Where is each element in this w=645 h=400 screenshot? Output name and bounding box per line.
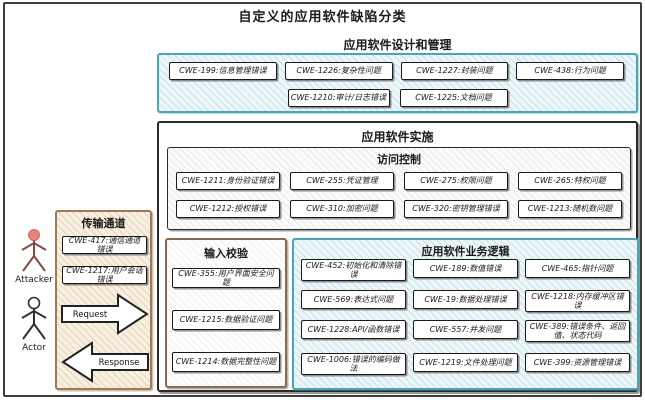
design-group: CWE-199:信息管理错误 CWE-1226:复杂性问题 CWE-1227:封… — [157, 53, 638, 113]
attacker-icon — [21, 229, 47, 272]
implementation-group: 应用软件实施 访问控制 CWE-1211:身份验证错误 CWE-255:凭证管理… — [157, 121, 639, 392]
actor-icon — [21, 296, 47, 340]
access-control-row-1: CWE-1211:身份验证错误 CWE-255:凭证管理 CWE-275:权限问… — [176, 172, 622, 190]
cwe-node: CWE-465:指针问题 — [525, 259, 630, 278]
cwe-node: CWE-1219:文件处理问题 — [413, 353, 518, 372]
access-control-row-2: CWE-1212:授权错误 CWE-310:加密问题 CWE-320:密钥管理错… — [176, 200, 622, 218]
response-arrow: Response — [60, 340, 150, 388]
design-section-title: 应用软件设计和管理 — [343, 38, 452, 52]
design-row-2: CWE-1210:审计/日志错误 CWE-1225:文档问题 — [159, 89, 636, 107]
implementation-title: 应用软件实施 — [361, 130, 434, 144]
cwe-node: CWE-199:信息管理错误 — [169, 62, 277, 80]
cwe-node: CWE-1227:封装问题 — [400, 62, 509, 80]
design-row-1: CWE-199:信息管理错误 CWE-1226:复杂性问题 CWE-1227:封… — [169, 62, 624, 80]
diagram-title: 自定义的应用软件缺陷分类 — [238, 10, 407, 25]
cwe-node: CWE-355:用户界面安全问题 — [172, 268, 280, 288]
business-logic-title: 应用软件业务逻辑 — [421, 245, 510, 258]
cwe-node: CWE-275:权限问题 — [404, 172, 508, 190]
business-logic-group: 应用软件业务逻辑 CWE-452:初始化和清除错误 CWE-189:数值错误 C… — [292, 238, 639, 390]
cwe-node: CWE-557:并发问题 — [413, 320, 518, 339]
business-logic-row-2: CWE-569:表达式问题 CWE-19:数据处理错误 CWE-1218:内存缓… — [301, 290, 630, 313]
cwe-node: CWE-19:数据处理错误 — [413, 290, 518, 309]
cwe-node: CWE-1214:数据完整性问题 — [172, 352, 280, 372]
actor-label: Actor — [22, 343, 46, 353]
cwe-node: CWE-1215:数据验证问题 — [172, 310, 280, 330]
input-validation-group: 输入校验 CWE-355:用户界面安全问题 CWE-1215:数据验证问题 CW… — [165, 238, 287, 388]
attacker-figure: Attacker — [6, 228, 62, 285]
cwe-node: CWE-189:数值错误 — [413, 259, 518, 278]
cwe-node: CWE-1228:API/函数错误 — [301, 320, 406, 339]
business-logic-row-1: CWE-452:初始化和清除错误 CWE-189:数值错误 CWE-465:指针… — [301, 259, 630, 282]
cwe-node: CWE-569:表达式问题 — [301, 290, 406, 309]
request-arrow: Request — [60, 292, 150, 340]
actor-figure: Actor — [6, 296, 62, 353]
access-control-title: 访问控制 — [377, 153, 421, 166]
cwe-node: CWE-255:凭证管理 — [290, 172, 394, 190]
transmission-channel-title: 传输通道 — [81, 217, 126, 230]
cwe-node: CWE-1217:用户会话错误 — [62, 266, 147, 284]
attacker-label: Attacker — [15, 275, 53, 285]
cwe-node: CWE-1211:身份验证错误 — [176, 172, 280, 190]
cwe-node: CWE-399:资源管理错误 — [525, 353, 630, 372]
cwe-node: CWE-1213:随机数问题 — [518, 200, 622, 218]
access-control-group: 访问控制 CWE-1211:身份验证错误 CWE-255:凭证管理 CWE-27… — [167, 147, 631, 230]
response-arrow-label: Response — [99, 358, 140, 368]
cwe-node: CWE-1225:文档问题 — [399, 89, 508, 107]
cwe-node: CWE-320:密钥管理错误 — [404, 200, 508, 218]
cwe-node: CWE-265:特权问题 — [518, 172, 622, 190]
business-logic-row-4: CWE-1006:错误的编码做法 CWE-1219:文件处理问题 CWE-399… — [301, 353, 630, 376]
business-logic-row-3: CWE-1228:API/函数错误 CWE-557:并发问题 CWE-389:错… — [301, 320, 630, 343]
cwe-node: CWE-452:初始化和清除错误 — [301, 259, 406, 282]
cwe-node: CWE-1210:审计/日志错误 — [287, 89, 390, 107]
transmission-channel-group: 传输通道 CWE-417:通信通道错误 CWE-1217:用户会话错误 Requ… — [55, 210, 152, 390]
cwe-node: CWE-1226:复杂性问题 — [284, 62, 393, 80]
cwe-node: CWE-1212:授权错误 — [176, 200, 280, 218]
cwe-node: CWE-310:加密问题 — [290, 200, 394, 218]
cwe-node: CWE-417:通信通道错误 — [62, 236, 147, 254]
cwe-node: CWE-1218:内存缓冲区错误 — [525, 290, 630, 313]
request-arrow-label: Request — [73, 310, 108, 320]
cwe-node: CWE-438:行为问题 — [516, 62, 624, 80]
cwe-node: CWE-1006:错误的编码做法 — [301, 353, 406, 376]
input-validation-title: 输入校验 — [204, 247, 248, 260]
cwe-node: CWE-389:错误条件、返回值、状态代码 — [525, 320, 630, 343]
